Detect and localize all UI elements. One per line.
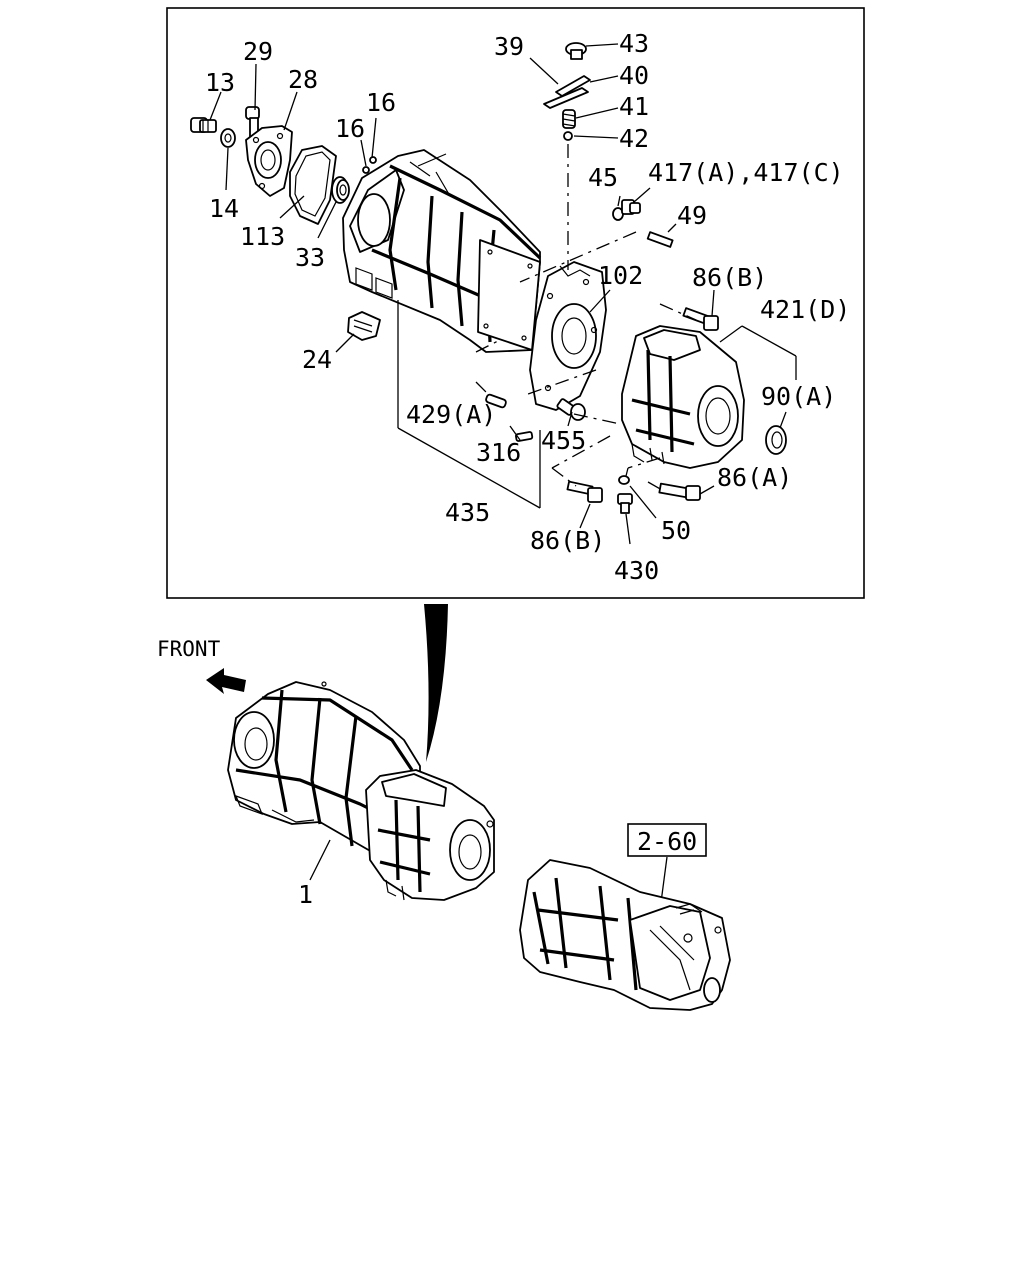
callout-430: 430 [614,556,659,585]
callout-40: 40 [619,61,649,90]
callout-29: 29 [243,37,273,66]
callout-1: 1 [298,880,313,909]
callout-16-upper: 16 [366,88,396,117]
reference-box [627,823,707,857]
front-cover-group [190,106,377,225]
callout-24: 24 [302,345,332,374]
callout-33: 33 [295,243,325,272]
callout-13: 13 [205,68,235,97]
callout-90a: 90(A) [761,382,836,411]
callout-417: 417(A),417(C) [648,158,844,187]
part-13-bolt [190,117,217,133]
part-86a-bolt [658,482,701,501]
part-39-plate [555,75,591,97]
callout-316: 316 [476,438,521,467]
callout-102: 102 [598,261,643,290]
callout-455: 455 [541,426,586,455]
part-86b-bolt-top [682,307,719,331]
callout-50: 50 [661,516,691,545]
part-417-switch [621,199,641,215]
part-316-key [515,431,534,442]
part-14-washer [220,128,236,148]
part-42-ball [563,131,573,141]
front-label: FRONT [157,637,221,661]
part-90a-oil-seal [765,425,787,455]
transfer-case-reference: 2-60 [519,823,731,1011]
part-102-adapter-plate [529,261,607,411]
part-16-pin-a [362,166,370,174]
callout-86b-top: 86(B) [692,263,767,292]
center-lines [475,144,697,491]
callout-42: 42 [619,124,649,153]
part-33-bearing [331,176,350,204]
part-50-washer [618,475,630,485]
callout-16-lower: 16 [335,114,365,143]
detail-frame [166,7,865,599]
callout-41: 41 [619,92,649,121]
callout-86a: 86(A) [717,463,792,492]
callout-14: 14 [209,194,239,223]
part-24-plug [347,311,381,341]
part-435-transmission-case [342,149,542,353]
callout-28: 28 [288,65,318,94]
reference-label: 2-60 [637,827,697,856]
part-429a-dowel [485,393,507,409]
callout-86b-bottom: 86(B) [530,526,605,555]
part-113-gasket [289,145,337,225]
callout-49: 49 [677,201,707,230]
detail-pointer-wedge [424,604,448,762]
leader-lines [209,43,797,545]
callout-45: 45 [588,163,618,192]
callout-429a: 429(A) [406,400,496,429]
callout-43: 43 [619,29,649,58]
part-1-transmission-assembly [227,681,495,901]
arrow-left-icon [206,668,246,694]
callout-421d: 421(D) [760,295,850,324]
callout-435: 435 [445,498,490,527]
part-43-plug [565,42,587,60]
part-86b-bolt-bottom [566,480,603,503]
callout-labels: 29 13 28 16 16 14 113 33 24 39 43 40 41 … [205,29,850,909]
callout-39: 39 [494,32,524,61]
part-421d-extension-housing [621,325,745,469]
part-41-spring [562,109,576,129]
part-40-gasket [543,87,589,109]
part-430-drain-plug [617,493,633,514]
part-49-stud [646,231,674,248]
part-16-pin-b [369,156,377,164]
callout-113: 113 [240,222,285,251]
